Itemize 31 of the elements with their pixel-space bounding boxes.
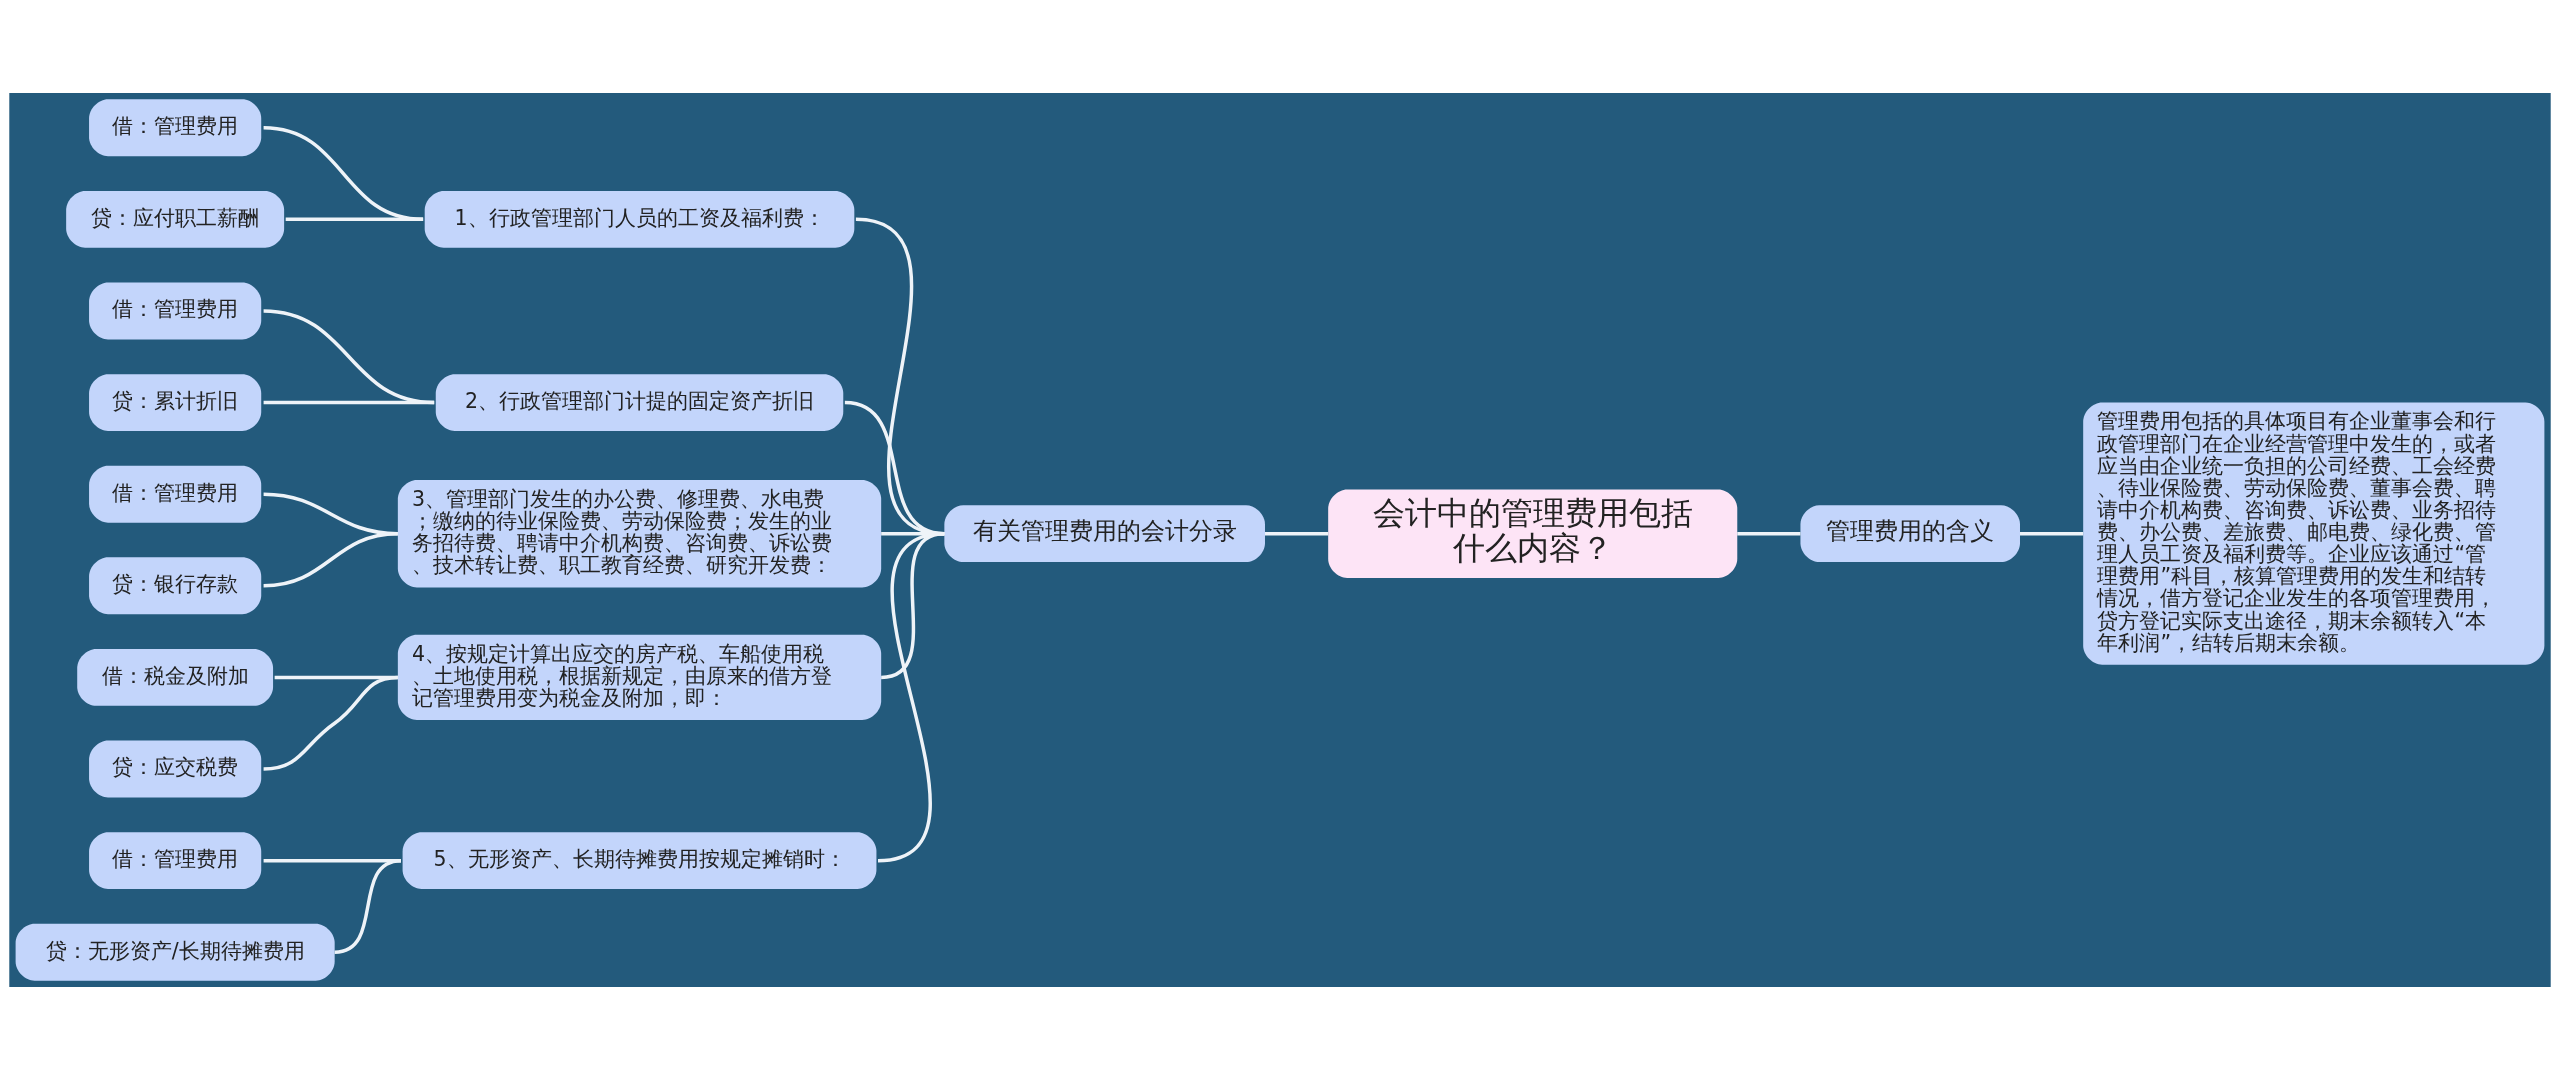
connector [263, 400, 435, 404]
node-box: 管理费用的含义 [1800, 504, 2020, 562]
node-box: 贷：应交税费 [89, 740, 262, 797]
node-box: 会计中的管理费用包括什么内容？ [1328, 488, 1738, 578]
connector [263, 308, 435, 404]
node-box: 3、管理部门发生的办公费、修理费、水电费；缴纳的待业保险费、劳动保险费；发生的业务招待费、聘请中介机构费、咨询费、诉讼费、技术转让费、职工教育经费、研究开发费： [397, 479, 882, 587]
connector [263, 125, 424, 221]
node-box: 贷：应付职工薪酬 [66, 190, 285, 248]
connector [334, 858, 402, 954]
node-box: 贷：无形资产/长期待摊费用 [15, 923, 335, 981]
node-box: 5、无形资产、长期待摊费用按规定摊销时： [402, 831, 877, 889]
connector [877, 531, 945, 862]
node-box: 贷：银行存款 [89, 556, 262, 614]
node-box: 管理费用包括的具体项目有企业董事会和行政管理部门在企业经营管理中发生的，或者应当由企业统一负担的公司经费、工会经费、待业保险费、劳动保险费、董事会费、聘请中介机构费、咨询费、诉讼费、业务招待费、办公费、差旅费、邮电费、绿化费、管理人员工资及福利费等。企业应该通过“管理费用”科目，核算管理费用的发生和结转情况，借方登记企业发生的各项管理费用，贷方登记实际支出途径，期末余额转入“本年利润”，结转后期末余额。 [2083, 402, 2545, 665]
node-box: 4、按规定计算出应交的房产税、车船使用税、土地使用税，根据新规定，由原来的借方登记管理费用变为税金及附加，即： [397, 634, 882, 720]
node-box: 借：管理费用 [89, 465, 262, 523]
connector [285, 217, 424, 221]
node-box: 1、行政管理部门人员的工资及福利费： [424, 190, 855, 248]
connector [1737, 531, 1801, 535]
node-box: 借：管理费用 [89, 282, 262, 339]
node-box: 有关管理费用的会计分录 [944, 504, 1265, 562]
node-box: 贷：累计折旧 [89, 373, 262, 431]
connector [2020, 531, 2084, 535]
node-box: 借：管理费用 [89, 98, 262, 156]
connector [263, 675, 398, 771]
connector [880, 531, 945, 679]
connector [1265, 531, 1329, 535]
node-box: 2、行政管理部门计提的固定资产折旧 [435, 373, 844, 431]
connector [263, 531, 398, 588]
node-box: 借：税金及附加 [77, 648, 274, 706]
node-box: 借：管理费用 [89, 831, 262, 889]
